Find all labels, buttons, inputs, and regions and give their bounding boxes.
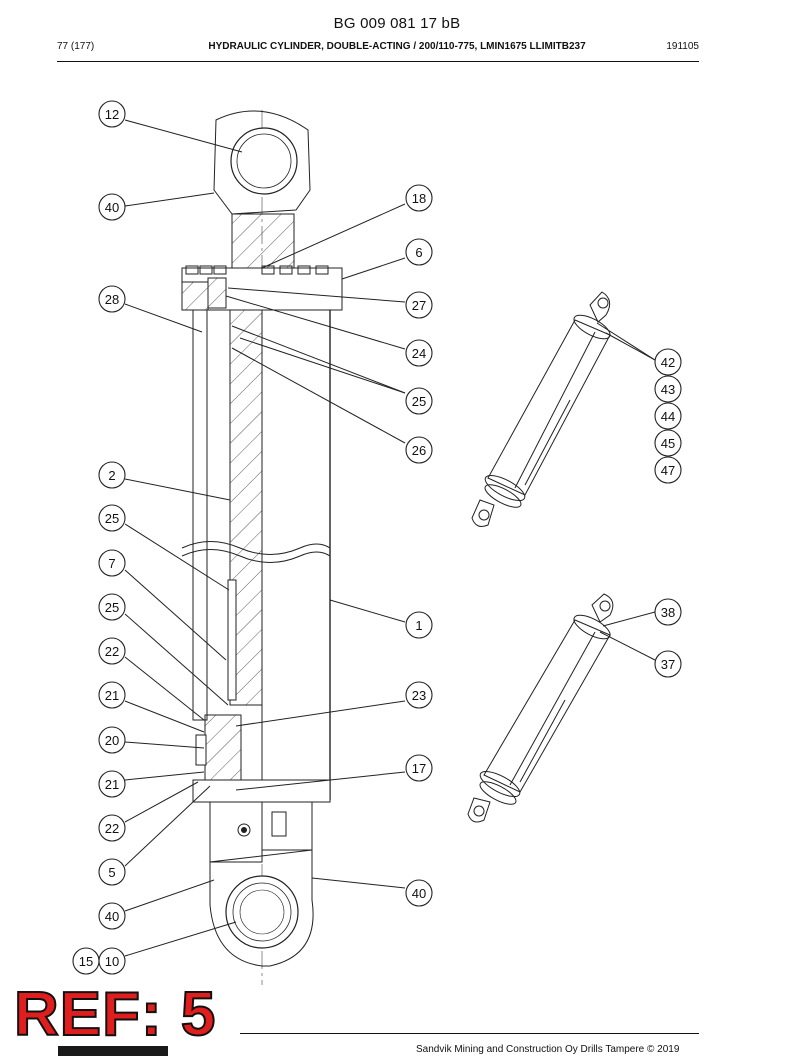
callout-47: 47 <box>654 456 682 484</box>
callout-26: 26 <box>405 436 433 464</box>
callout-21: 21 <box>98 681 126 709</box>
svg-text:22: 22 <box>105 821 119 836</box>
svg-text:37: 37 <box>661 657 675 672</box>
reference-stamp: REF: 5 <box>13 980 217 1049</box>
callout-40: 40 <box>98 902 126 930</box>
callout-37: 37 <box>654 650 682 678</box>
svg-text:15: 15 <box>79 954 93 969</box>
callout-22: 22 <box>98 637 126 665</box>
svg-text:45: 45 <box>661 436 675 451</box>
callout-6: 6 <box>405 238 433 266</box>
callout-40: 40 <box>405 879 433 907</box>
callout-1: 1 <box>405 611 433 639</box>
document-number: BG 009 081 17 bB <box>333 15 461 32</box>
svg-text:17: 17 <box>412 761 426 776</box>
callout-2: 2 <box>98 461 126 489</box>
callout-12: 12 <box>98 100 126 128</box>
svg-text:21: 21 <box>105 688 119 703</box>
svg-text:10: 10 <box>105 954 119 969</box>
svg-text:2: 2 <box>108 468 115 483</box>
date-code: 191105 <box>666 41 699 52</box>
callout-45: 45 <box>654 429 682 457</box>
page-number: 77 (177) <box>57 41 95 52</box>
callout-5: 5 <box>98 858 126 886</box>
header-rule <box>57 61 699 62</box>
svg-text:26: 26 <box>412 443 426 458</box>
svg-text:23: 23 <box>412 688 426 703</box>
svg-text:18: 18 <box>412 191 426 206</box>
svg-text:12: 12 <box>105 107 119 122</box>
callout-22: 22 <box>98 814 126 842</box>
callout-42: 42 <box>654 348 682 376</box>
callout-27: 27 <box>405 291 433 319</box>
head-bolts <box>185 265 329 275</box>
svg-text:1: 1 <box>415 618 422 633</box>
svg-text:25: 25 <box>412 394 426 409</box>
svg-text:25: 25 <box>105 600 119 615</box>
callout-17: 17 <box>405 754 433 782</box>
callout-40: 40 <box>98 193 126 221</box>
svg-text:5: 5 <box>108 865 115 880</box>
svg-text:6: 6 <box>415 245 422 260</box>
drawing-title: HYDRAULIC CYLINDER, DOUBLE-ACTING / 200/… <box>208 41 586 52</box>
iso-view-upper <box>471 291 611 527</box>
callout-20: 20 <box>98 726 126 754</box>
callout-23: 23 <box>405 681 433 709</box>
svg-text:27: 27 <box>412 298 426 313</box>
bottom-bearing-circle <box>225 875 299 949</box>
callout-15: 15 <box>72 947 100 975</box>
callout-7: 7 <box>98 549 126 577</box>
top-bearing-circle <box>230 127 298 195</box>
svg-text:44: 44 <box>661 409 675 424</box>
leader-lines <box>124 119 656 957</box>
svg-text:40: 40 <box>105 909 119 924</box>
callout-21: 21 <box>98 770 126 798</box>
svg-text:43: 43 <box>661 382 675 397</box>
svg-text:24: 24 <box>412 346 426 361</box>
svg-text:22: 22 <box>105 644 119 659</box>
callout-38: 38 <box>654 598 682 626</box>
svg-text:21: 21 <box>105 777 119 792</box>
svg-text:7: 7 <box>108 556 115 571</box>
callout-44: 44 <box>654 402 682 430</box>
svg-text:42: 42 <box>661 355 675 370</box>
callout-10: 10 <box>98 947 126 975</box>
svg-text:40: 40 <box>105 200 119 215</box>
svg-text:25: 25 <box>105 511 119 526</box>
brand-logo-strip <box>58 1046 168 1056</box>
footer-rule <box>240 1033 699 1034</box>
svg-text:40: 40 <box>412 886 426 901</box>
iso-view-lower <box>467 593 614 823</box>
svg-text:20: 20 <box>105 733 119 748</box>
callout-28: 28 <box>98 285 126 313</box>
callout-25: 25 <box>405 387 433 415</box>
svg-text:38: 38 <box>661 605 675 620</box>
callout-18: 18 <box>405 184 433 212</box>
main-cylinder-section <box>181 110 343 985</box>
svg-text:28: 28 <box>105 292 119 307</box>
callout-43: 43 <box>654 375 682 403</box>
callout-25: 25 <box>98 504 126 532</box>
footer-copyright: Sandvik Mining and Construction Oy Drill… <box>416 1044 680 1055</box>
svg-text:47: 47 <box>661 463 675 478</box>
callout-25: 25 <box>98 593 126 621</box>
callout-24: 24 <box>405 339 433 367</box>
